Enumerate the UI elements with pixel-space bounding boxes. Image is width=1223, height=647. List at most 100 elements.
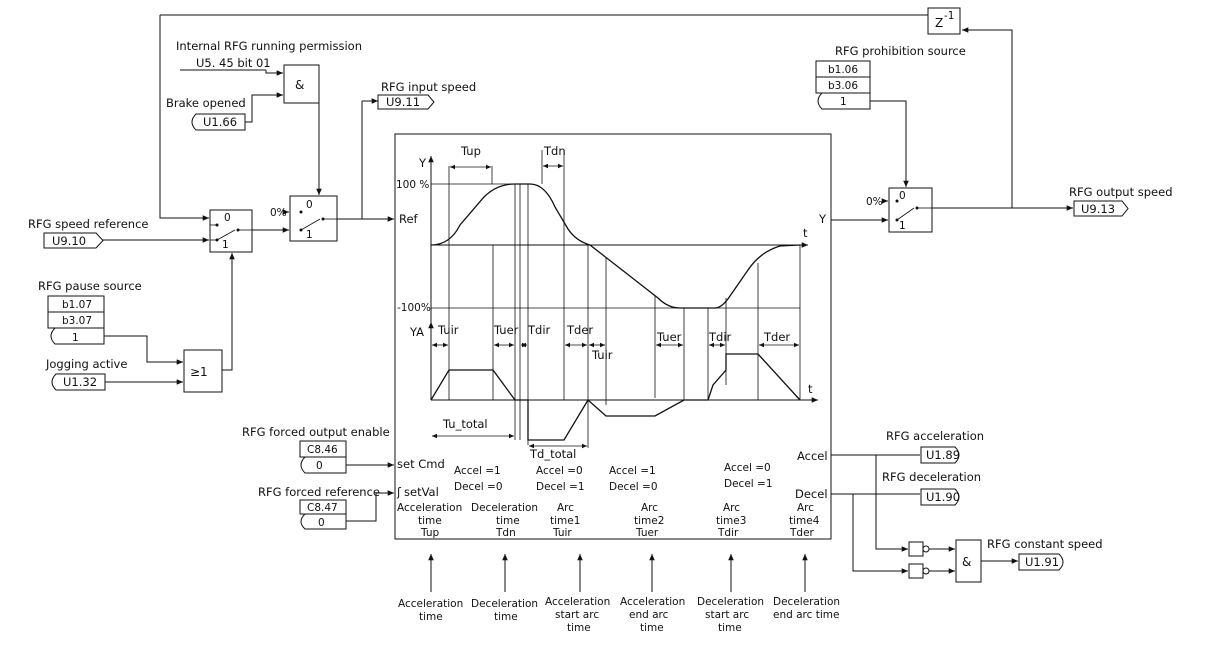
forced-reference-p2: 0	[318, 517, 325, 529]
input-speed-tag: U9.11	[377, 94, 435, 110]
graph-y-axis: Y	[418, 156, 427, 170]
pause-switch: 0 1	[209, 209, 253, 253]
pause-source-box: b1.07 b3.07 1	[47, 295, 105, 345]
forced-reference-box: C8.47 0	[299, 499, 347, 530]
graph-t-axis2: t	[808, 382, 813, 396]
tup-label: Tup	[460, 144, 481, 158]
param-2-outer-1: Deceleration	[471, 598, 538, 610]
param-arrows: Acceleration time Deceleration time Acce…	[398, 554, 840, 634]
param-4-inner-2: time2	[634, 515, 664, 527]
ref-label: Ref	[399, 212, 419, 226]
jogging-active-label: Jogging active	[45, 357, 127, 371]
tdn-label: Tdn	[543, 144, 566, 158]
speed-reference-label: RFG speed reference	[28, 217, 148, 231]
param-4-outer-1: Acceleration	[620, 596, 685, 608]
param-3-outer-2: start arc	[555, 609, 599, 621]
state-3-accel: Accel =1	[609, 465, 656, 477]
not-buffer-2	[908, 563, 930, 579]
param-1-outer-2: time	[419, 611, 443, 623]
constant-speed-param: U1.91	[1025, 555, 1059, 569]
output-section: Z -1 RFG prohibition source b1.06 b3.06 …	[815, 7, 1173, 583]
pause-source-p1: b1.07	[62, 299, 92, 311]
param-6-inner-3: Tder	[789, 527, 815, 539]
input-section: Internal RFG running permission U5. 45 b…	[28, 14, 928, 530]
state-labels: Accel =1 Decel =0 Accel =0 Decel =1 Acce…	[454, 462, 773, 493]
jogging-active-tag: U1.32	[51, 373, 106, 391]
prohibition-source-p1: b1.06	[828, 64, 858, 76]
tuer2-label: Tuer	[656, 330, 682, 344]
speed-reference-tag: U9.10	[43, 232, 104, 249]
constant-speed-label: RFG constant speed	[987, 537, 1103, 551]
tdir2-label: Tdir	[708, 330, 732, 344]
state-1-decel: Decel =0	[454, 481, 503, 493]
forced-enable-label: RFG forced output enable	[242, 425, 390, 439]
param-3-inner-1: Arc	[557, 502, 574, 514]
pause-source-p2: b3.07	[62, 315, 92, 327]
and-gate-constant-symbol: &	[962, 555, 971, 569]
graph-t-axis: t	[803, 226, 808, 240]
y-out-label: Y	[818, 212, 827, 226]
state-4-decel: Decel =1	[724, 478, 773, 490]
param-5-inner-2: time3	[716, 515, 746, 527]
state-3-decel: Decel =0	[609, 481, 658, 493]
set-val-mark: ʃ	[396, 485, 402, 499]
param-3-inner-2: time1	[550, 515, 580, 527]
forced-enable-p2: 0	[316, 460, 323, 472]
param-2-inner-3: Tdn	[495, 527, 516, 539]
and-gate-constant: &	[955, 539, 982, 583]
brake-opened-label: Brake opened	[166, 96, 246, 110]
pause-source-p3: 1	[72, 332, 79, 344]
and-gate-permission: &	[283, 64, 320, 104]
forced-enable-box: C8.46 0	[299, 440, 347, 474]
state-2-accel: Accel =0	[536, 465, 583, 477]
param-5-inner-1: Arc	[723, 502, 740, 514]
td-total-label: Td_total	[529, 447, 576, 461]
not-buffer-1	[908, 541, 930, 557]
param-3-inner-3: Tuir	[552, 527, 572, 539]
permission-switch-pos1: 1	[306, 229, 313, 241]
param-6-outer-2: end arc time	[773, 609, 839, 621]
delay-exponent: -1	[944, 10, 954, 22]
neg-100-label: -100%	[397, 302, 431, 314]
pause-switch-pos1: 1	[222, 239, 229, 251]
param-5-outer-1: Deceleration	[697, 596, 764, 608]
set-val-label: setVal	[404, 485, 439, 499]
decel-port-label: Decel	[795, 487, 828, 501]
param-3-outer-3: time	[567, 622, 591, 634]
accel-port-label: Accel	[797, 449, 828, 463]
tu-total-label: Tu_total	[442, 417, 488, 431]
output-speed-label: RFG output speed	[1069, 185, 1173, 199]
speed-curve	[430, 183, 801, 309]
forced-reference-label: RFG forced reference	[258, 485, 380, 499]
input-speed-param: U9.11	[386, 95, 420, 109]
param-4-inner-3: Tuer	[635, 527, 659, 539]
prohibition-switch: 0 1	[888, 187, 933, 233]
delay-symbol: Z	[935, 16, 943, 30]
jogging-active-param: U1.32	[63, 375, 97, 389]
acceleration-label: RFG acceleration	[886, 429, 984, 443]
param-1-outer-1: Acceleration	[398, 598, 463, 610]
tuer-label: Tuer	[493, 323, 519, 337]
param-2-inner-1: Deceleration	[471, 502, 538, 514]
speed-reference-param: U9.10	[52, 234, 86, 248]
pause-switch-pos0: 0	[224, 212, 231, 224]
tuir-label: Tuir	[437, 323, 459, 337]
permission-switch: 0 1	[289, 195, 338, 242]
forced-enable-p1: C8.46	[307, 444, 338, 456]
graph-ya-axis: YA	[409, 325, 424, 339]
param-5-outer-3: time	[718, 622, 742, 634]
param-6-inner-2: time4	[789, 515, 820, 527]
zero-percent-1: 0%	[270, 207, 287, 219]
state-4-accel: Accel =0	[724, 462, 771, 474]
tdir-label: Tdir	[527, 323, 551, 337]
deceleration-tag: U1.90	[920, 488, 960, 506]
param-2-outer-2: time	[494, 611, 518, 623]
state-2-decel: Decel =1	[536, 481, 585, 493]
prohibition-switch-pos1: 1	[899, 220, 906, 232]
or-gate-pause: ≥1	[183, 349, 223, 393]
constant-speed-tag: U1.91	[1018, 553, 1064, 571]
param-5-inner-3: Tdir	[717, 527, 739, 539]
tuir2-label: Tuir	[591, 348, 613, 362]
acceleration-curve	[430, 353, 801, 441]
forced-reference-p1: C8.47	[307, 502, 338, 514]
